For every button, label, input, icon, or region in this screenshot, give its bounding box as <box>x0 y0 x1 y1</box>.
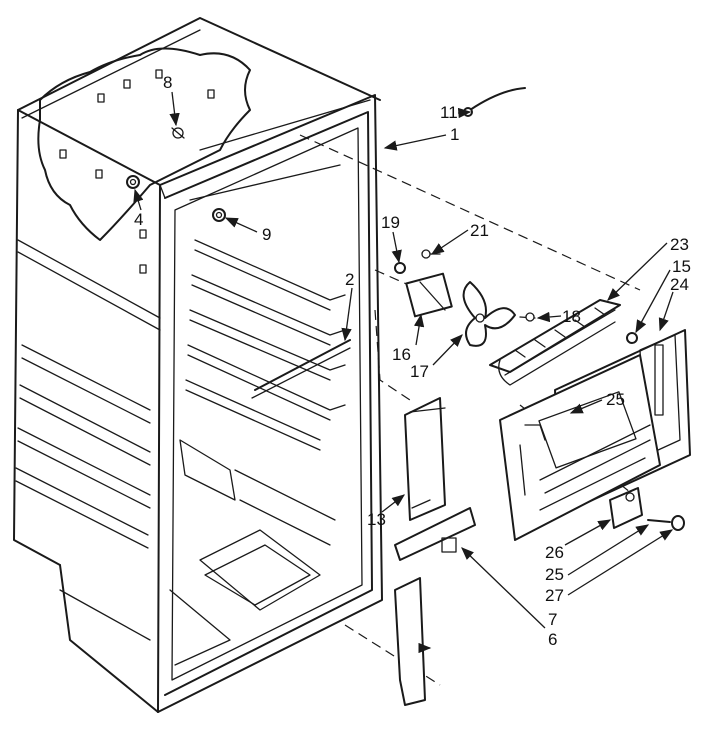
callout-17: 17 <box>410 362 429 381</box>
screw-part-15 <box>626 332 638 344</box>
callout-23: 23 <box>670 235 689 254</box>
callout-27: 27 <box>545 586 564 605</box>
bracket-part-26 <box>609 487 643 529</box>
callout-9: 9 <box>262 225 271 244</box>
screw-part-27 <box>647 515 685 531</box>
callout-21: 21 <box>470 221 489 240</box>
fan-blade-part-17 <box>462 281 516 347</box>
callout-7: 7 <box>548 610 557 629</box>
shelf-divider-rod <box>251 339 351 399</box>
callout-4: 4 <box>134 210 143 229</box>
callout-labels: 1 2 4 6 7 8 9 11 13 15 16 17 18 19 21 23… <box>134 73 691 649</box>
callout-25-lower: 25 <box>545 565 564 584</box>
callout-24: 24 <box>670 275 689 294</box>
callout-13: 13 <box>367 510 386 529</box>
callout-8: 8 <box>163 73 172 92</box>
callout-15: 15 <box>672 257 691 276</box>
callout-25-upper: 25 <box>606 390 625 409</box>
callout-1: 1 <box>450 125 459 144</box>
evaporator-coil-part-23 <box>489 299 621 386</box>
leader-lines <box>133 91 674 654</box>
refrigerator-cabinet <box>13 17 383 713</box>
callout-11: 11 <box>440 103 458 122</box>
callout-2: 2 <box>345 270 354 289</box>
evaporator-cover-panel <box>499 354 661 541</box>
cover-part-6 <box>394 577 426 706</box>
callout-6: 6 <box>548 630 557 649</box>
fan-motor-assembly <box>394 249 536 322</box>
callout-18: 18 <box>562 307 581 326</box>
interior-shelves <box>185 164 346 451</box>
nut-part-9 <box>212 208 226 222</box>
baffle-part-7 <box>394 507 476 561</box>
lower-compartment <box>169 439 336 666</box>
callout-26: 26 <box>545 543 564 562</box>
callout-19: 19 <box>381 213 400 232</box>
wire-part-11 <box>463 87 526 117</box>
callout-16: 16 <box>392 345 411 364</box>
air-duct-part-13 <box>404 397 446 521</box>
screw-part-8 <box>171 127 185 139</box>
nut-part-4 <box>126 175 140 189</box>
